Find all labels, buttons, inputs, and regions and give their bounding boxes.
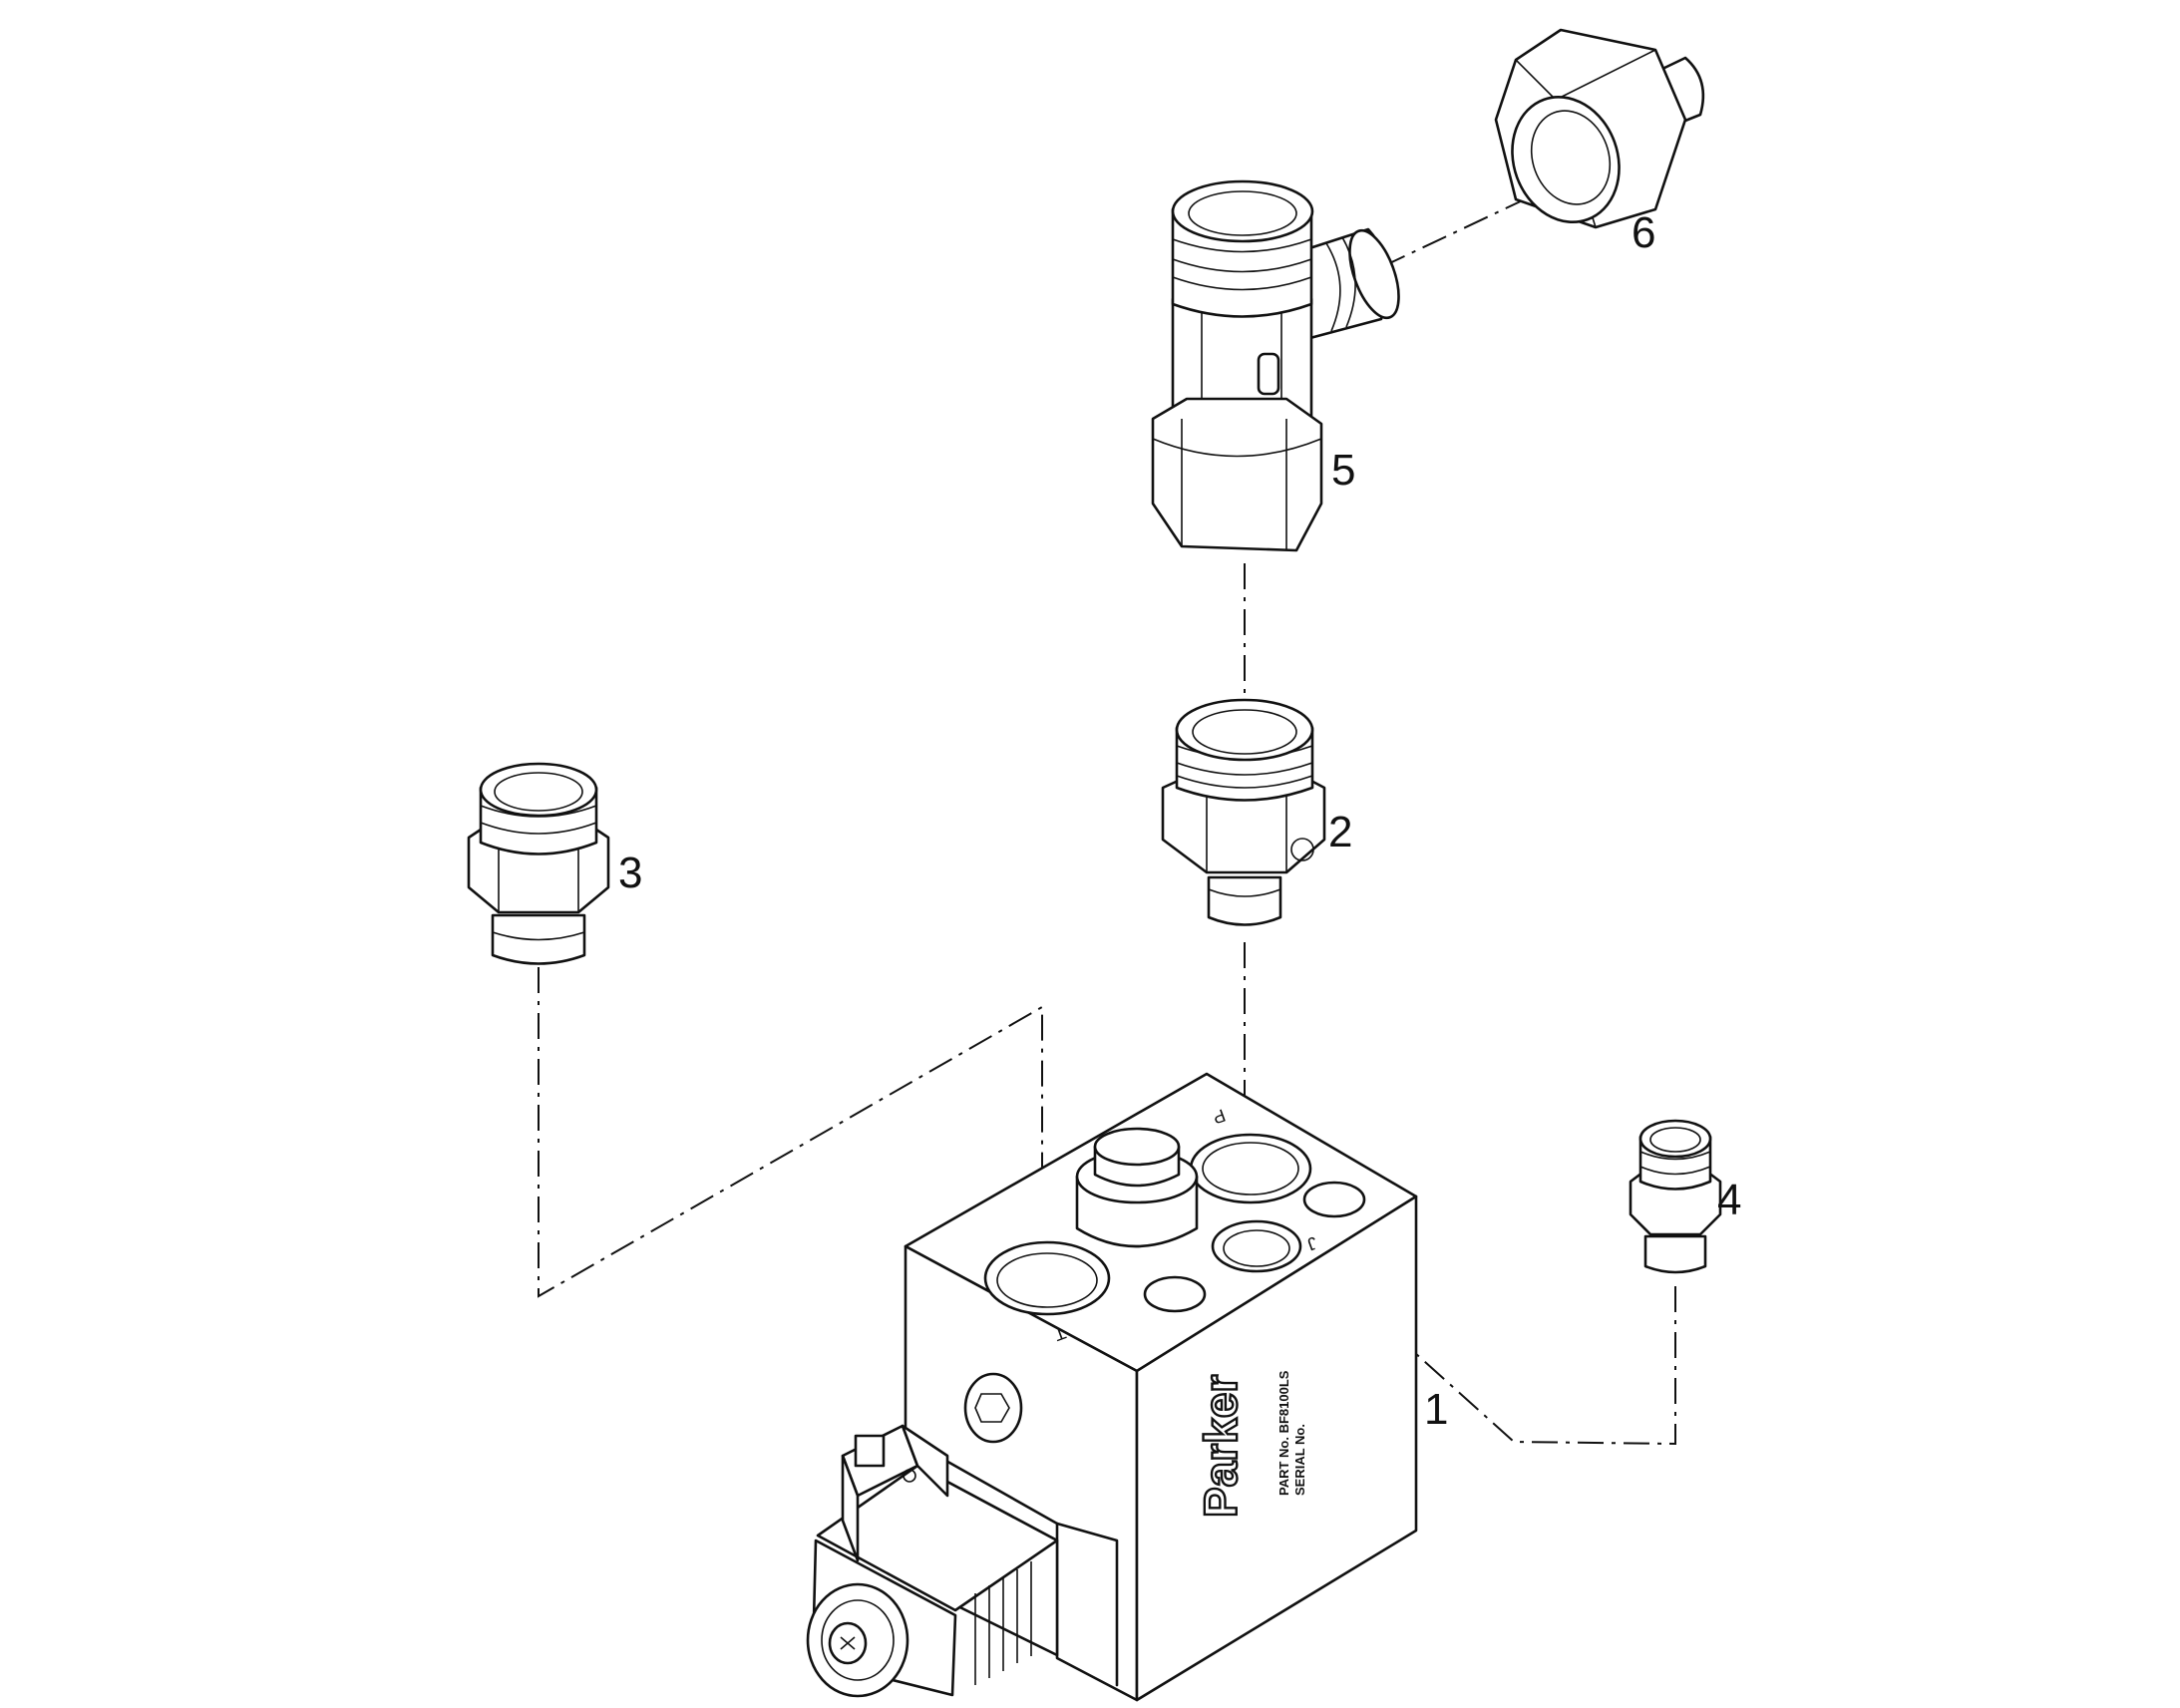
union-nut [1494, 28, 1705, 229]
port-J-bore [1211, 1219, 1302, 1273]
port-T-bore [983, 1240, 1111, 1316]
pilot-hole [1143, 1275, 1207, 1313]
cartridge-plug [1075, 1127, 1199, 1248]
pilot-hole [1302, 1181, 1366, 1218]
tee-fitting [1151, 179, 1400, 552]
callout-6: 6 [1632, 208, 1655, 257]
callout-2: 2 [1328, 808, 1352, 856]
callout-4: 4 [1717, 1176, 1741, 1224]
port-P-bore [1189, 1133, 1312, 1204]
callout-3: 3 [618, 849, 642, 897]
socket-head-screw [963, 1372, 1023, 1444]
part-number-text: PART No. BF8100LS [1276, 1370, 1291, 1496]
serial-number-text: SERIAL No. [1292, 1424, 1307, 1496]
brand-logo: Parker [1195, 1375, 1247, 1518]
solenoid-coil [806, 1424, 1059, 1698]
adapter-fitting [1161, 698, 1326, 926]
callout-5: 5 [1331, 446, 1355, 495]
port-fitting [467, 762, 610, 965]
manifold-block: P T J Parker PART No. BF8100LS SERIAL No… [904, 1072, 1418, 1702]
small-fitting [1629, 1119, 1722, 1274]
callout-labels: 1 2 3 4 5 6 [618, 208, 1741, 1434]
callout-1: 1 [1424, 1385, 1448, 1434]
